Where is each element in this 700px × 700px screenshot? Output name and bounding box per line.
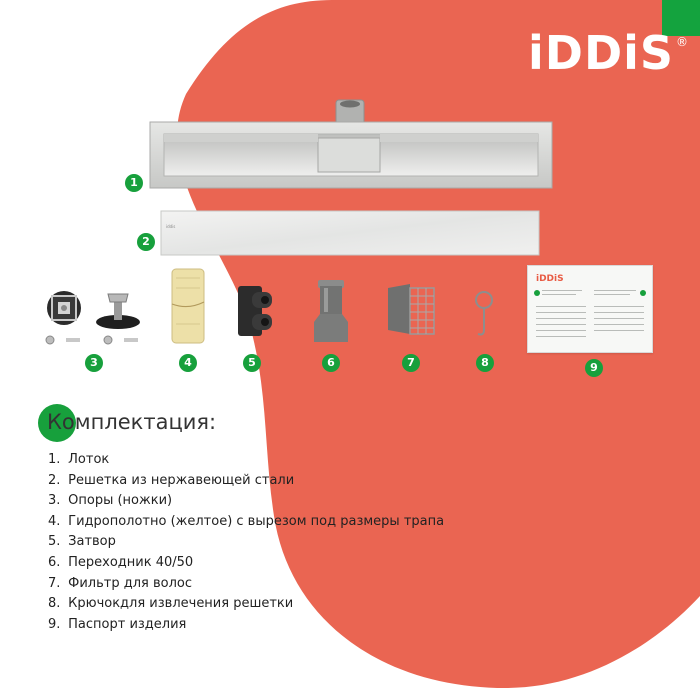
hair-filter-image — [388, 284, 435, 335]
channel-tray-image — [149, 99, 553, 189]
contents-heading: Комплектация: — [47, 410, 217, 434]
list-item: 4. Гидрополотно (желтое) с вырезом под р… — [48, 513, 445, 529]
list-item: 5. Затвор — [48, 534, 116, 550]
support-legs-image — [45, 291, 140, 345]
steel-grate-image: iddis — [160, 210, 540, 256]
trap-image — [238, 286, 272, 336]
badge-1: 1 — [125, 174, 143, 192]
list-item: 1. Лоток — [48, 452, 110, 467]
grate-hook-image — [475, 291, 493, 336]
heading-green-dot — [38, 404, 76, 442]
badge-2: 2 — [137, 233, 155, 251]
badge-7: 7 — [402, 354, 420, 372]
badge-9: 9 — [585, 359, 603, 377]
passport-green-dot-icon — [534, 290, 540, 296]
list-item: 3. Опоры (ножки) — [48, 493, 173, 509]
product-passport-image: iDDiS — [527, 265, 653, 353]
badge-5: 5 — [243, 354, 261, 372]
list-item: 6. Переходник 40/50 — [48, 554, 194, 570]
adapter-image — [314, 280, 348, 342]
svg-text:iddis: iddis — [166, 224, 175, 229]
list-item: 2. Решетка из нержавеющей стали — [48, 472, 295, 488]
list-item: 8. Крючокдля извлечения решетки — [48, 596, 294, 612]
badge-4: 4 — [179, 354, 197, 372]
waterproofing-sheet-image — [171, 268, 205, 344]
green-corner-block — [662, 0, 700, 36]
badge-8: 8 — [476, 354, 494, 372]
list-item: 9. Паспорт изделия — [48, 616, 187, 632]
iddis-logo: iDDiS® — [528, 26, 690, 80]
passport-logo: iDDiS — [536, 274, 564, 284]
contents-list: 1. Лоток 2. Решетка из нержавеющей стали… — [48, 452, 444, 637]
badge-3: 3 — [85, 354, 103, 372]
list-item: 7. Фильтр для волос — [48, 575, 192, 591]
passport-green-dot-icon — [640, 290, 646, 296]
badge-6: 6 — [322, 354, 340, 372]
